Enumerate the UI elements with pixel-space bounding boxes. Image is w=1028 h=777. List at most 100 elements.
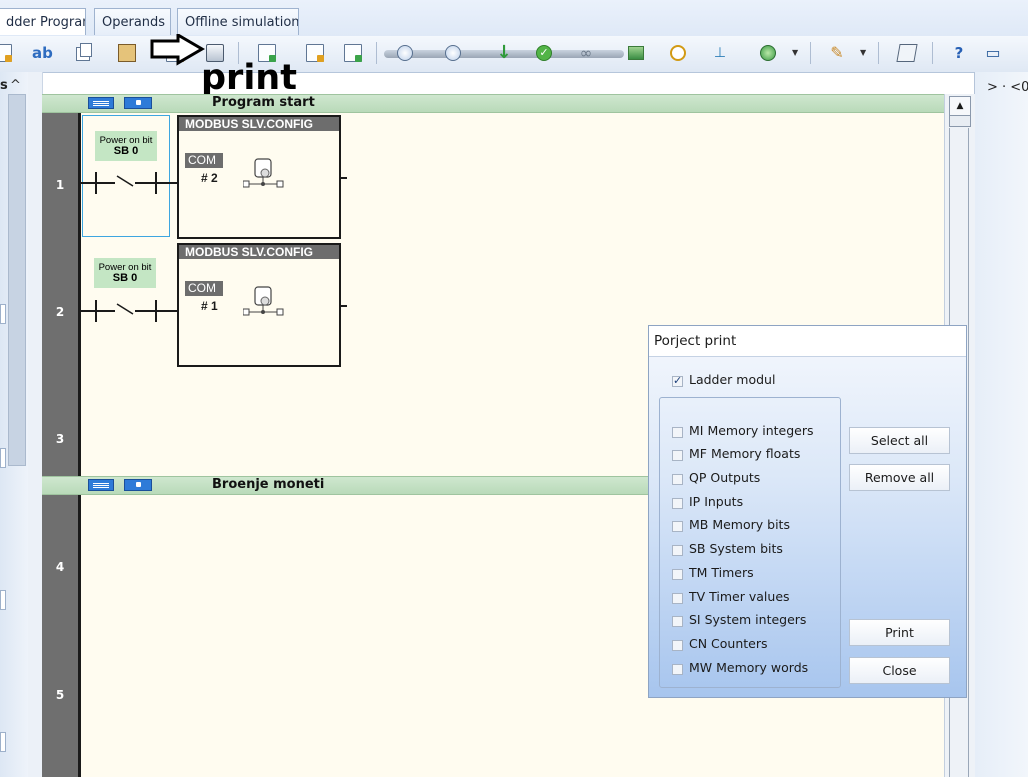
- copy-icon[interactable]: [76, 43, 92, 61]
- option-label: MB Memory bits: [689, 517, 790, 532]
- modbus-config-block[interactable]: MODBUS SLV.CONFIG COM # 1: [177, 243, 347, 367]
- print-button[interactable]: Print: [849, 619, 950, 646]
- rung-wire: [81, 310, 115, 312]
- contact-cell[interactable]: Power on bit SB 0: [82, 243, 170, 365]
- option-label: SB System bits: [689, 541, 783, 556]
- stop-icon[interactable]: [397, 45, 413, 61]
- panel-splitter[interactable]: [28, 72, 43, 777]
- contact-switch-icon: [116, 303, 134, 315]
- section-header[interactable]: Program start: [42, 94, 944, 113]
- page-icon[interactable]: [258, 44, 276, 62]
- block-output-pin: [341, 177, 347, 179]
- contact-label: Power on bit SB 0: [94, 258, 156, 288]
- left-panel-tag: s: [0, 78, 8, 93]
- help-icon[interactable]: ?: [954, 44, 964, 62]
- option-checkbox[interactable]: [672, 545, 683, 556]
- option-label: IP Inputs: [689, 494, 744, 509]
- link-icon[interactable]: ∞: [579, 44, 593, 62]
- option-checkbox[interactable]: [672, 498, 683, 509]
- close-button[interactable]: Close: [849, 657, 950, 684]
- section-list-icon[interactable]: [88, 97, 114, 109]
- left-panel-marker: [0, 732, 6, 752]
- hierarchy-icon[interactable]: ⊥: [713, 45, 727, 61]
- network-icon: [243, 158, 284, 188]
- rename-icon[interactable]: ab: [32, 44, 53, 62]
- option-checkbox[interactable]: [672, 593, 683, 604]
- rung-number: 4: [55, 560, 65, 574]
- print-icon[interactable]: [206, 44, 224, 62]
- option-label: TM Timers: [689, 565, 754, 580]
- left-panel-marker: [0, 448, 6, 468]
- option-checkbox[interactable]: [672, 427, 683, 438]
- section-expand-icon[interactable]: [124, 97, 152, 109]
- option-label: MI Memory integers: [689, 423, 814, 438]
- rung-wire: [135, 182, 178, 184]
- download-icon[interactable]: ↓: [496, 42, 512, 63]
- right-panel-hint[interactable]: > · <0: [987, 80, 1028, 95]
- option-checkbox[interactable]: [672, 569, 683, 580]
- block-port-label: COM: [185, 153, 223, 168]
- tab-offline-simulation[interactable]: Offline simulation: [177, 8, 299, 35]
- left-power-rail: [78, 112, 81, 777]
- modbus-config-block[interactable]: MODBUS SLV.CONFIG COM # 2: [177, 115, 347, 239]
- clock-icon[interactable]: [670, 45, 686, 61]
- toolbar-separator: [932, 42, 933, 64]
- remove-all-button[interactable]: Remove all: [849, 464, 950, 491]
- select-all-button[interactable]: Select all: [849, 427, 950, 454]
- block-title: MODBUS SLV.CONFIG: [179, 245, 339, 259]
- rung-wire: [81, 182, 115, 184]
- left-panel-collapse-button[interactable]: ^: [10, 78, 21, 93]
- operands-group: [659, 397, 841, 688]
- toolbar-separator: [376, 42, 377, 64]
- simulation-track: [384, 50, 624, 58]
- tab-operands[interactable]: Operands: [94, 8, 171, 35]
- check-icon[interactable]: ✓: [536, 45, 552, 61]
- right-panel: > · <0: [974, 72, 1028, 777]
- toolbar-separator: [810, 42, 811, 64]
- option-checkbox[interactable]: [672, 640, 683, 651]
- globe-icon[interactable]: [760, 45, 776, 61]
- block-port-number: # 1: [201, 299, 218, 313]
- block-port-label: COM: [185, 281, 223, 296]
- option-label: TV Timer values: [689, 589, 790, 604]
- globe-dropdown-icon[interactable]: ▼: [792, 48, 799, 57]
- option-label: QP Outputs: [689, 470, 761, 485]
- option-checkbox[interactable]: [672, 474, 683, 485]
- dialog-title: Porject print: [649, 326, 966, 357]
- left-panel-marker: [0, 304, 6, 324]
- rung-number: 5: [55, 688, 65, 702]
- ladder-modul-checkbox[interactable]: [672, 374, 683, 387]
- tab-ladder-program[interactable]: dder Program: [0, 8, 86, 35]
- option-checkbox[interactable]: [672, 521, 683, 532]
- section-title: Broenje moneti: [212, 477, 325, 492]
- export-icon[interactable]: [306, 44, 324, 62]
- rung-number-column: 1 2 3 4 5: [42, 112, 78, 777]
- run-icon[interactable]: [344, 44, 362, 62]
- left-panel-marker: [0, 590, 6, 610]
- option-checkbox[interactable]: [672, 450, 683, 461]
- option-checkbox[interactable]: [672, 664, 683, 675]
- paste-icon[interactable]: [118, 44, 136, 62]
- rung-number: 2: [55, 305, 65, 319]
- option-label: CN Counters: [689, 636, 768, 651]
- section-expand-icon[interactable]: [124, 479, 152, 491]
- option-checkbox[interactable]: [672, 616, 683, 627]
- play-icon[interactable]: [445, 45, 461, 61]
- contact-cell[interactable]: Power on bit SB 0: [82, 115, 170, 237]
- image-icon[interactable]: [628, 46, 644, 60]
- wrench-dropdown-icon[interactable]: ▼: [860, 48, 867, 57]
- section-list-icon[interactable]: [88, 479, 114, 491]
- scroll-thumb[interactable]: [949, 115, 971, 127]
- contact-switch-icon: [116, 175, 134, 187]
- database-icon[interactable]: [0, 44, 12, 62]
- block-title: MODBUS SLV.CONFIG: [179, 117, 339, 131]
- note-icon[interactable]: [896, 44, 918, 62]
- scroll-up-icon[interactable]: ▲: [949, 96, 971, 116]
- wrench-icon[interactable]: ✎: [830, 43, 844, 62]
- project-print-dialog: Porject print Ladder modul MI Memory int…: [648, 325, 967, 698]
- annotation-print-label: print: [201, 58, 297, 98]
- block-port-number: # 2: [201, 171, 218, 185]
- option-label: SI System integers: [689, 612, 807, 627]
- left-panel-scrollbar[interactable]: [8, 94, 26, 466]
- book-icon[interactable]: ▭: [985, 43, 1001, 62]
